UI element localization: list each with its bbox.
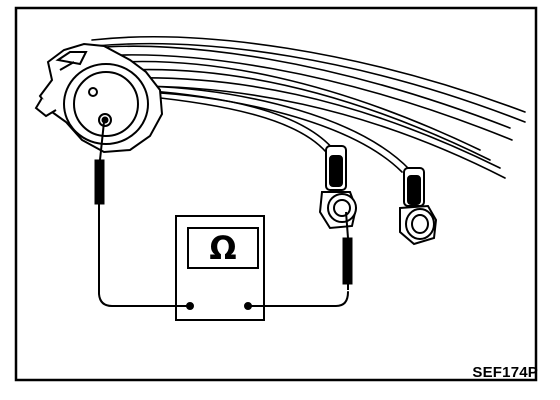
spark-plug-boot-icon: [318, 145, 358, 230]
ignition-wire-bundle: [91, 36, 526, 179]
distributor-cap-icon: [34, 42, 164, 154]
test-leads: [98, 223, 349, 307]
ohm-symbol: Ω: [209, 229, 237, 267]
spark-plug-boot-icon: [399, 167, 438, 246]
test-probe-icon: [342, 211, 353, 290]
figure-reference-code: SEF174P: [472, 364, 538, 381]
figure-border: [14, 6, 538, 382]
ohmmeter-display: [187, 227, 259, 269]
ohmmeter-icon: [175, 215, 265, 321]
test-probe-icon: [94, 121, 105, 224]
